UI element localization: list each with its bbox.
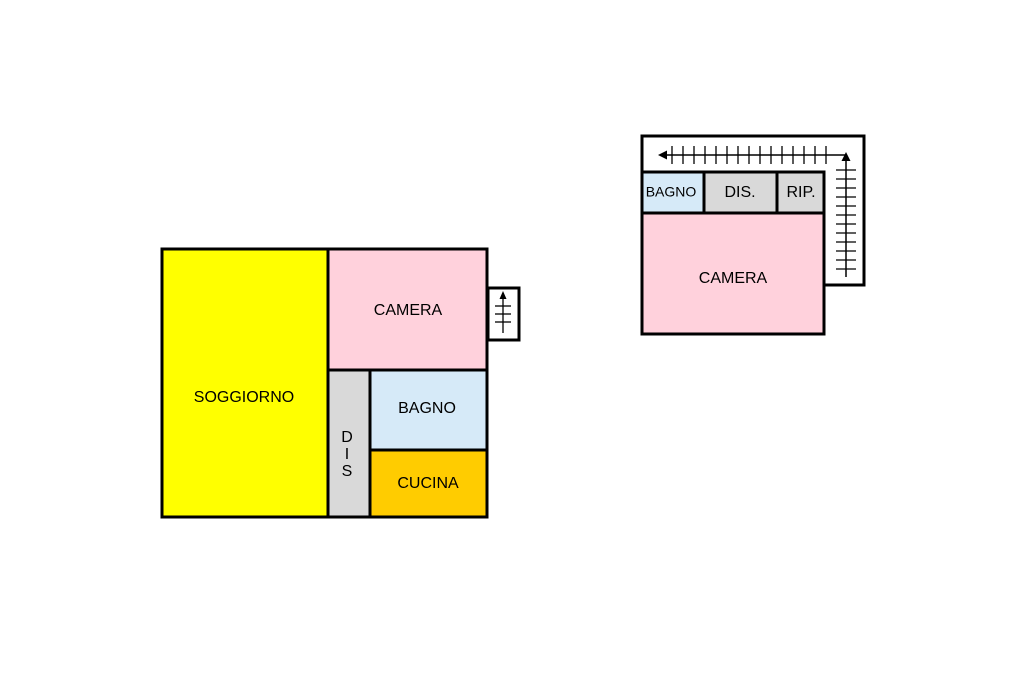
room-bagno-upper <box>640 170 706 215</box>
room-soggiorno <box>160 247 330 519</box>
floor-plan-ground: SOGGIORNO CAMERA D I S BAGNO CUCINA <box>160 247 521 519</box>
label-bagno: BAGNO <box>398 400 456 417</box>
label-camera: CAMERA <box>374 302 443 319</box>
floor-plan-upper: BAGNO DIS. RIP. CAMERA <box>640 134 866 336</box>
stair-left <box>486 286 521 342</box>
stair-right <box>658 146 856 277</box>
room-rip-upper <box>775 170 826 215</box>
label-dis-d: D <box>341 429 353 446</box>
label-dis-i: I <box>345 446 349 463</box>
label-soggiorno: SOGGIORNO <box>194 389 294 406</box>
room-camera-upper <box>640 211 826 336</box>
label-camera-upper: CAMERA <box>699 270 768 287</box>
label-dis-s: S <box>342 463 353 480</box>
room-cucina <box>368 448 489 519</box>
label-cucina: CUCINA <box>397 475 459 492</box>
label-rip-upper: RIP. <box>786 184 815 201</box>
room-camera <box>326 247 489 372</box>
label-bagno-upper: BAGNO <box>646 184 697 200</box>
room-disimpegno <box>326 368 372 519</box>
label-dis-upper: DIS. <box>724 184 755 201</box>
